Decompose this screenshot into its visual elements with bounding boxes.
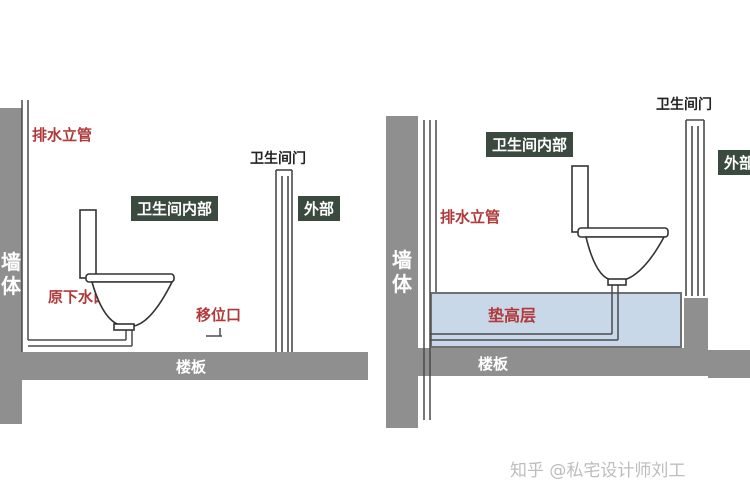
right-raised-layer xyxy=(430,292,682,348)
right-door-frame xyxy=(685,119,705,296)
left-original-drain-label: 原下水口 xyxy=(48,288,109,306)
right-interior-label: 卫生间内部 xyxy=(486,132,574,157)
left-wall-label: 墙体 xyxy=(1,250,21,298)
right-raised-layer-label: 垫高层 xyxy=(488,306,537,325)
left-floor-slab xyxy=(22,352,368,380)
right-wall xyxy=(386,116,418,428)
left-floor-slab-label: 楼板 xyxy=(176,358,207,376)
left-drain-stack-label: 排水立管 xyxy=(32,126,93,144)
left-door-label: 卫生间门 xyxy=(250,151,306,167)
right-toilet-icon xyxy=(571,165,669,286)
right-horizontal-drain xyxy=(430,284,619,341)
right-door-label: 卫生间门 xyxy=(656,97,712,113)
right-floor-slab-left xyxy=(418,348,684,376)
right-floor-slab-right xyxy=(708,350,750,378)
left-relocated-drain-marker xyxy=(206,328,222,337)
right-wall-label: 墙体 xyxy=(392,248,412,296)
right-floor-slab-step xyxy=(684,298,708,376)
left-door-frame xyxy=(275,169,293,352)
left-drain-stack-pipe xyxy=(21,100,29,352)
right-exterior-label: 外部 xyxy=(718,150,750,175)
watermark: 知乎 @私宅设计师刘工 xyxy=(510,461,686,481)
right-drain-stack-pipe xyxy=(423,120,437,420)
right-floor-slab-label: 楼板 xyxy=(478,355,509,373)
left-exterior-label: 外部 xyxy=(298,196,341,221)
left-wall xyxy=(0,108,22,424)
left-toilet-icon xyxy=(79,209,175,331)
left-relocated-drain-label: 移位口 xyxy=(196,306,242,324)
left-interior-label: 卫生间内部 xyxy=(131,196,219,221)
right-drain-stack-label: 排水立管 xyxy=(440,208,501,226)
